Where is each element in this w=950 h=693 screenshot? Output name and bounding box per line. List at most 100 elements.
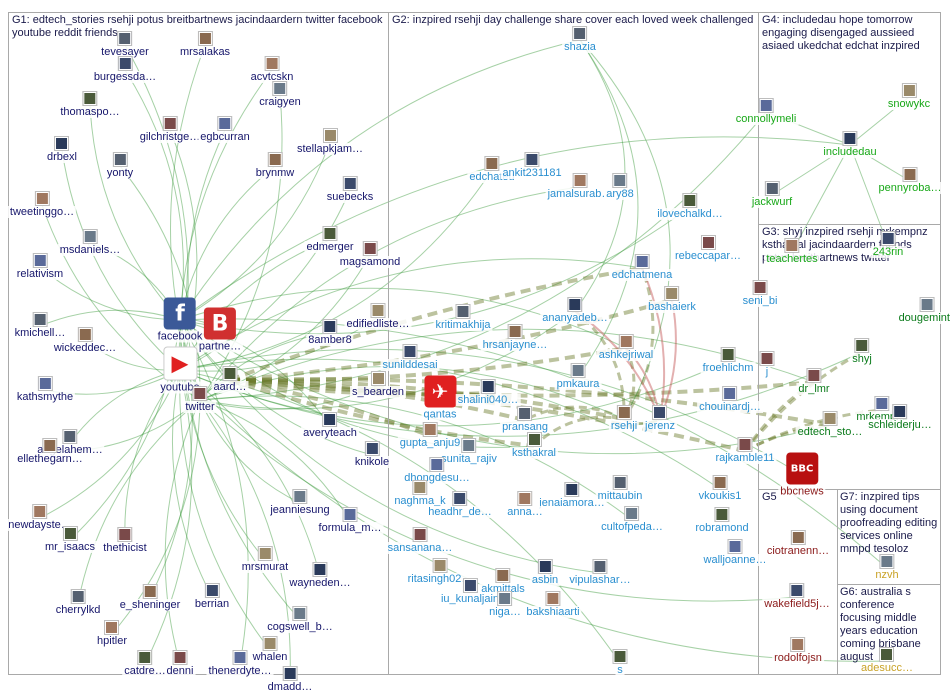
node-n80[interactable]: jenaiamora… (537, 483, 607, 509)
node-n105[interactable]: dougemints (896, 298, 950, 324)
node-n84[interactable]: anna… (505, 492, 545, 518)
node-n66[interactable]: froehlichm (700, 348, 756, 374)
node-n68[interactable]: chouinardj… (697, 387, 763, 413)
node-n34[interactable]: newdayste… (6, 505, 74, 531)
node-n21[interactable]: kmichell… (12, 313, 68, 339)
node-n35[interactable]: jeanniesung (268, 490, 332, 516)
node-n36[interactable]: mr_isaacs (42, 527, 98, 553)
node-n22[interactable]: wickeddec… (51, 328, 119, 354)
node-n72[interactable]: rsehji (608, 406, 640, 432)
node-n63[interactable]: sunilddesai (380, 345, 440, 371)
node-n27[interactable]: twitter (183, 387, 217, 413)
node-n8[interactable]: egbcurran (198, 117, 252, 143)
node-n99[interactable]: snowykc (885, 84, 933, 110)
node-n93[interactable]: iu_kunaljain (438, 579, 502, 605)
node-n114[interactable]: rodolfojsn (772, 638, 824, 664)
node-n50[interactable]: dmadd… (265, 667, 315, 693)
node-n95[interactable]: niga… (487, 592, 523, 618)
node-n116[interactable]: adesucc… (859, 648, 915, 674)
node-n64[interactable]: ashkejriwal (596, 335, 656, 361)
node-n4[interactable]: acvtcskn (248, 57, 296, 83)
node-n56[interactable]: ilovechalkd… (655, 194, 725, 220)
node-n79[interactable]: naghma_k (392, 481, 448, 507)
node-n16[interactable]: edmerger (304, 227, 356, 253)
node-n73[interactable]: jerenz (643, 406, 677, 432)
node-n82[interactable]: vkoukis1 (696, 476, 744, 502)
node-n97[interactable]: seni_bi (740, 281, 780, 307)
node-n12[interactable]: brynmw (253, 153, 297, 179)
node-n41[interactable]: cherrylkd (53, 590, 103, 616)
node-n47[interactable]: denni (164, 651, 196, 677)
node-n38[interactable]: formula_m… (316, 508, 384, 534)
node-n61[interactable]: kritimakhija (433, 305, 493, 331)
node-n32[interactable]: ellethegarn… (15, 439, 85, 465)
node-n101[interactable]: jackwurf (749, 182, 795, 208)
node-n92[interactable]: akmittals (479, 569, 527, 595)
node-n42[interactable]: e_sheninger (117, 585, 183, 611)
node-n37[interactable]: thethicist (101, 528, 149, 554)
node-n88[interactable]: walljoanne… (701, 540, 769, 566)
node-n49[interactable]: whalen (250, 637, 290, 663)
node-n112[interactable]: ciotranenn… (764, 531, 832, 557)
node-n20[interactable]: 8amber8 (306, 320, 354, 346)
node-n100[interactable]: includedau (821, 132, 879, 158)
node-n14[interactable]: tweetinggo… (7, 192, 77, 218)
node-n86[interactable]: robramond (693, 508, 751, 534)
node-n11[interactable]: yonty (104, 153, 136, 179)
node-n7[interactable]: gilchristge… (137, 117, 203, 143)
node-n1[interactable]: tevesayer (99, 32, 151, 58)
node-n75[interactable]: sunita_rajiv (439, 439, 499, 465)
node-n67[interactable]: j (760, 352, 774, 378)
node-n44[interactable]: hpitler (95, 621, 129, 647)
node-n39[interactable]: mrsmurat (239, 547, 291, 573)
node-n70[interactable]: shalini040… (455, 380, 521, 406)
node-n57[interactable]: rebeccapar… (672, 236, 744, 262)
node-n110[interactable]: schleiderju… (866, 405, 934, 431)
node-n55[interactable]: ary88 (604, 174, 636, 200)
node-n46[interactable]: catdre… (122, 651, 168, 677)
node-n53[interactable]: ankit231181 (500, 153, 564, 179)
node-n85[interactable]: cultofpeda… (599, 507, 665, 533)
node-n77[interactable]: rajkamble11 (713, 438, 777, 464)
node-n106[interactable]: shyj (850, 339, 874, 365)
node-n104[interactable]: teachertes (764, 239, 820, 265)
node-n6[interactable]: thomaspo… (58, 92, 122, 118)
node-n54[interactable]: jamalsurab… (545, 174, 615, 200)
node-n17[interactable]: magsamond (337, 242, 403, 268)
node-n96[interactable]: s (613, 650, 627, 676)
node-n113[interactable]: wakefield5j… (762, 584, 832, 610)
node-n43[interactable]: berrian (192, 584, 232, 610)
node-n25[interactable]: ▶youtube (158, 346, 202, 394)
node-n5[interactable]: craigyen (257, 82, 303, 108)
node-n103[interactable]: 243rin (870, 232, 906, 258)
node-n89[interactable]: ritasingh02… (405, 559, 475, 585)
node-n19[interactable]: edifiedliste… (344, 304, 412, 330)
node-n28[interactable]: kathsmythe (14, 377, 76, 403)
node-n3[interactable]: burgessda… (91, 57, 159, 83)
node-n2[interactable]: mrsalakas (177, 32, 233, 58)
node-n48[interactable]: thenerdyte… (206, 651, 274, 677)
node-n102[interactable]: pennyroba… (876, 168, 944, 194)
node-n9[interactable]: stellapkjam… (294, 129, 366, 155)
node-n13[interactable]: suebecks (324, 177, 376, 203)
node-n81[interactable]: mittaubin (595, 476, 645, 502)
node-n59[interactable]: bashaierk (646, 287, 698, 313)
node-n90[interactable]: asbin (529, 560, 561, 586)
node-n91[interactable]: vipulashar… (567, 560, 633, 586)
node-n51[interactable]: shazia (562, 27, 598, 53)
node-n76[interactable]: ksthakral (509, 433, 559, 459)
node-n71[interactable]: pransang (500, 407, 550, 433)
node-n58[interactable]: edchatmena (609, 255, 675, 281)
node-n62[interactable]: hrsanjayne… (480, 325, 550, 351)
node-n29[interactable]: s_bearden (350, 372, 406, 398)
node-n107[interactable]: dr_lmr (796, 369, 832, 395)
node-n40[interactable]: wayneden… (287, 563, 353, 589)
node-n26[interactable]: aard… (211, 367, 249, 393)
node-n94[interactable]: bakshiaarti (524, 592, 582, 618)
node-n115[interactable]: nzvh (873, 555, 901, 581)
node-n60[interactable]: ananyadeb… (540, 298, 610, 324)
node-n69[interactable]: ✈qantas (421, 375, 459, 421)
node-n18[interactable]: relativism (14, 254, 66, 280)
